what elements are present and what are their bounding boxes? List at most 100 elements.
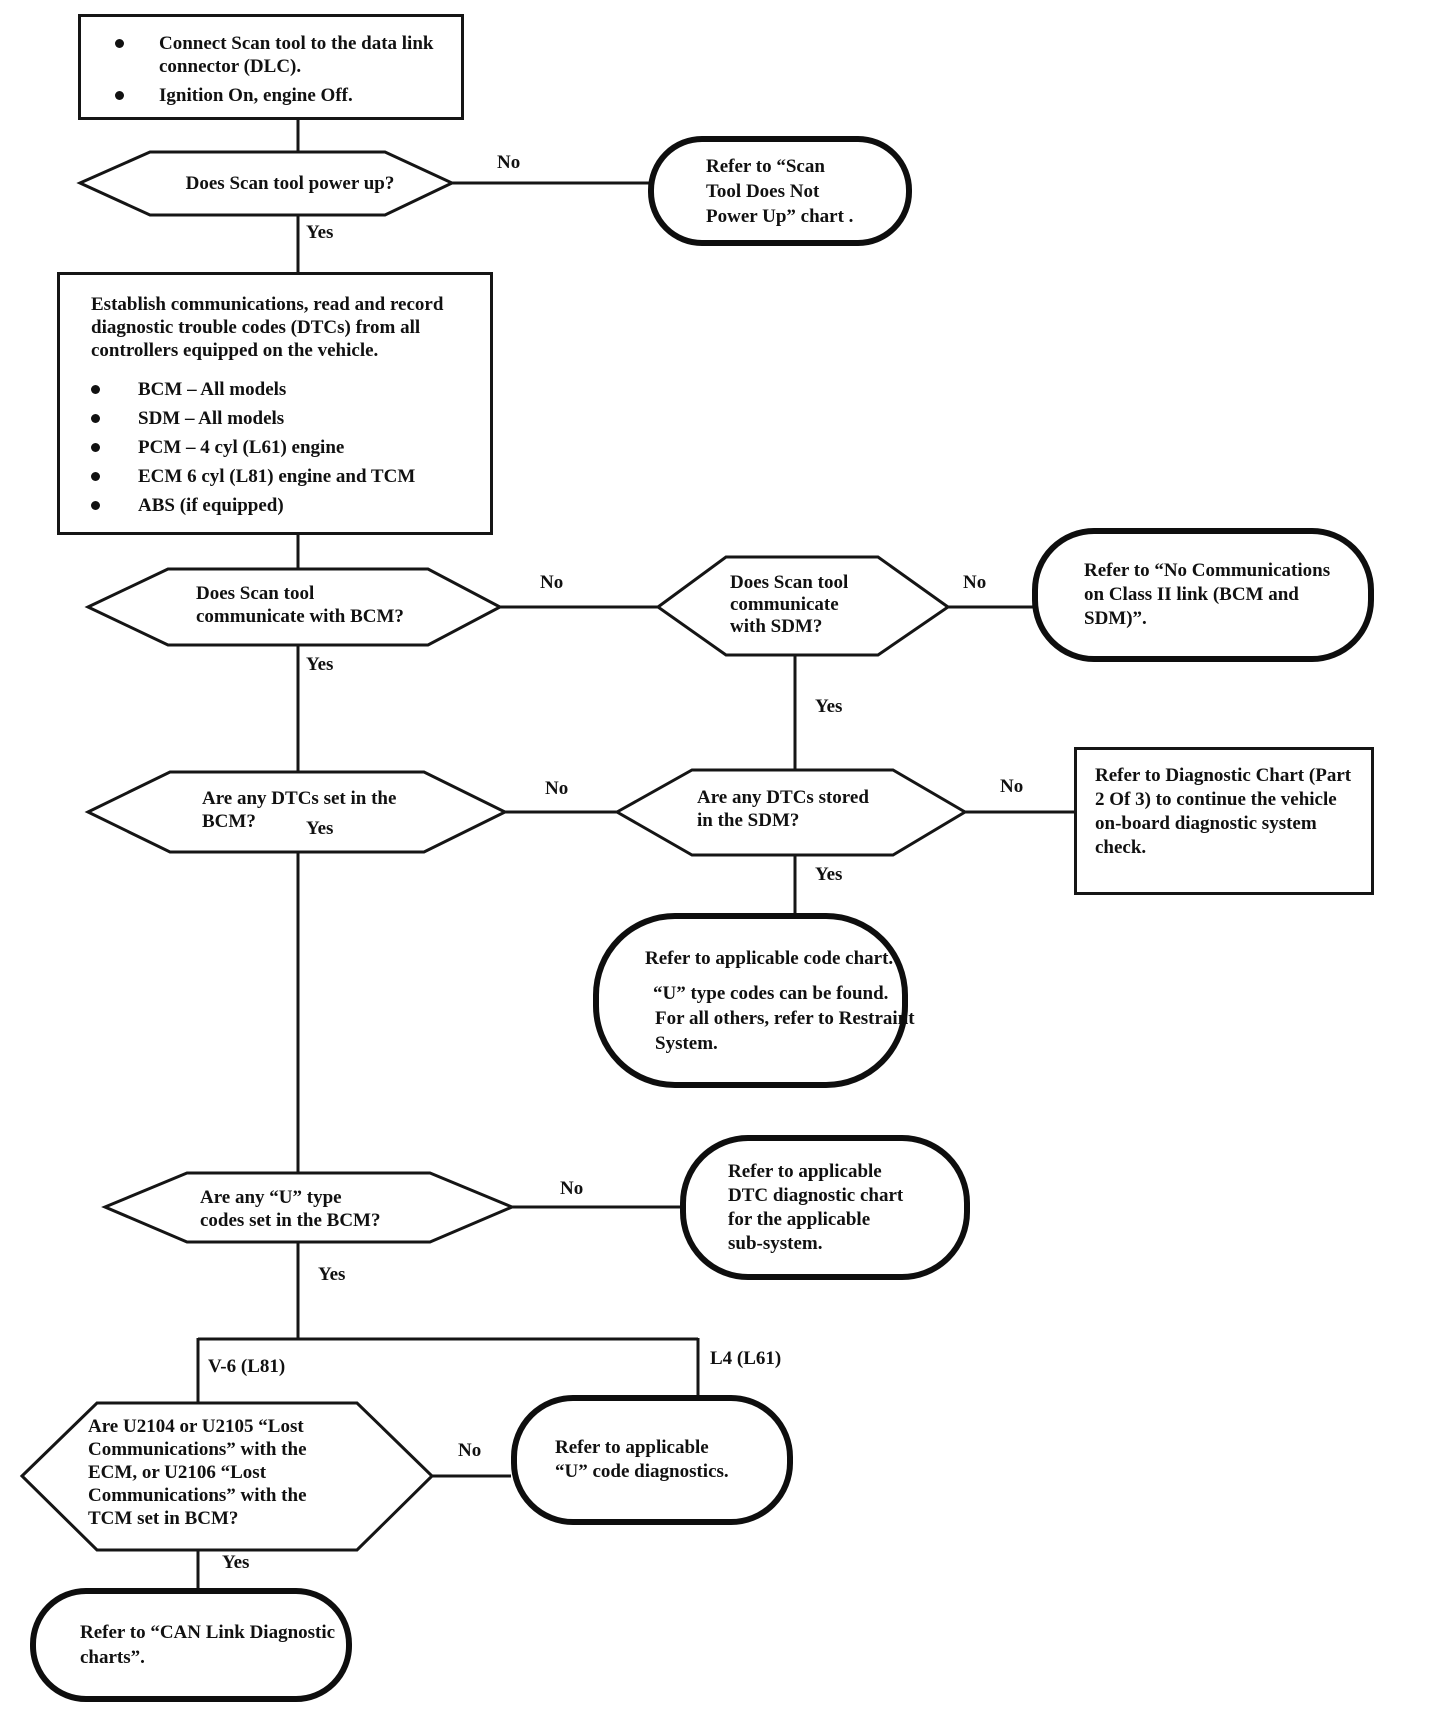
decision-line: Does Scan tool <box>196 583 315 604</box>
decision-line: Does Scan tool <box>730 572 849 593</box>
terminal-u-code-diagnostics: Refer to applicable “U” code diagnostics… <box>511 1395 793 1525</box>
bullet-icon <box>115 91 124 100</box>
decision-line: Are any “U” type <box>200 1187 342 1208</box>
branch-label-l4: L4 (L61) <box>710 1348 782 1369</box>
decision-line: Are any DTCs set in the <box>202 788 397 809</box>
terminal-line: Refer to applicable code chart. <box>645 947 894 969</box>
decision-line: communicate with BCM? <box>196 606 404 627</box>
list-item: BCM – All models <box>91 378 480 401</box>
decision-line: TCM set in BCM? <box>88 1508 239 1529</box>
terminal-line: sub-system. <box>728 1232 823 1254</box>
bullet-icon <box>115 39 124 48</box>
edge-label-yes: Yes <box>815 696 843 717</box>
decision-line: in the SDM? <box>697 810 800 831</box>
bullet-icon <box>91 501 100 510</box>
bullet-icon <box>91 472 100 481</box>
terminal-line: Refer to “No Communications <box>1084 560 1331 581</box>
establish-communications-box: Establish communications, read and recor… <box>57 272 493 535</box>
controller-item: BCM – All models <box>138 379 287 400</box>
start-item-text: Connect Scan tool to the data link conne… <box>159 33 434 77</box>
edge-label-no: No <box>560 1178 584 1199</box>
decision-line: Does Scan tool power up? <box>185 173 395 194</box>
refer-part2-box: Refer to Diagnostic Chart (Part 2 Of 3) … <box>1074 747 1374 895</box>
decision-dtcs-sdm-text: Are any DTCs stored in the SDM? <box>697 786 869 832</box>
bullet-icon <box>91 414 100 423</box>
edge-label-no: No <box>545 778 569 799</box>
decision-line: Are any DTCs stored <box>697 787 869 808</box>
start-item-text: Ignition On, engine Off. <box>159 85 353 106</box>
decision-u2104-shape <box>19 1401 435 1552</box>
start-box: Connect Scan tool to the data link conne… <box>78 14 464 120</box>
bullet-icon <box>91 443 100 452</box>
decision-dtcs-bcm-shape <box>84 770 509 854</box>
controller-item: SDM – All models <box>138 408 285 429</box>
terminal-line: “U” code diagnostics. <box>555 1461 729 1482</box>
decision-u-codes-bcm-text: Are any “U” type codes set in the BCM? <box>200 1186 380 1232</box>
terminal-dtc-chart-subsystem: Refer to applicable DTC diagnostic chart… <box>680 1135 970 1280</box>
terminal-line: charts”. <box>80 1647 145 1668</box>
decision-line: BCM? <box>202 811 256 832</box>
controller-item: ABS (if equipped) <box>138 495 284 516</box>
terminal-line: For all others, refer to Restraint <box>655 1007 915 1029</box>
edge-label-no: No <box>458 1440 482 1461</box>
decision-comm-sdm-shape <box>655 555 951 657</box>
list-item: Connect Scan tool to the data link conne… <box>115 32 451 78</box>
refer-part2-text: Refer to Diagnostic Chart (Part 2 Of 3) … <box>1095 765 1352 858</box>
terminal-line: for the applicable <box>728 1208 871 1230</box>
connectors <box>196 120 1076 1590</box>
edge-label-yes: Yes <box>306 818 334 839</box>
spacer <box>645 971 902 981</box>
decision-line: codes set in the BCM? <box>200 1210 381 1231</box>
terminal-line: DTC diagnostic chart <box>728 1184 904 1206</box>
terminal-line: Refer to applicable <box>728 1160 882 1182</box>
list-item: SDM – All models <box>91 407 480 430</box>
decision-comm-bcm-shape <box>84 567 504 647</box>
list-item: ECM 6 cyl (L81) engine and TCM <box>91 465 480 488</box>
decision-dtcs-sdm-shape <box>613 768 968 857</box>
decision-comm-sdm-text: Does Scan tool communicate with SDM? <box>730 572 848 638</box>
terminal-line: Refer to “CAN Link Diagnostic <box>80 1622 336 1643</box>
list-item: Ignition On, engine Off. <box>115 84 451 107</box>
edge-label-yes: Yes <box>318 1264 346 1285</box>
list-item: ABS (if equipped) <box>91 494 480 517</box>
edge-label-no: No <box>1000 776 1024 797</box>
decision-line: communicate <box>730 594 839 615</box>
edge-label-yes: Yes <box>306 222 334 243</box>
edge-label-no: No <box>963 572 987 593</box>
terminal-line: SDM)”. <box>1084 608 1147 629</box>
decision-u2104-text: Are U2104 or U2105 “Lost Communications”… <box>88 1415 307 1530</box>
terminal-no-comm-class2: Refer to “No Communications on Class II … <box>1032 528 1374 662</box>
edge-label-yes: Yes <box>222 1552 250 1573</box>
decision-power-up-shape <box>76 150 456 217</box>
terminal-code-chart: Refer to applicable code chart. “U” type… <box>593 913 915 1088</box>
decision-line: Communications” with the <box>88 1439 307 1460</box>
terminal-scan-tool-no-power: Refer to “Scan Tool Does Not Power Up” c… <box>648 136 912 246</box>
terminal-line: on Class II link (BCM and <box>1084 584 1299 605</box>
terminal-line: Refer to “Scan <box>706 155 825 177</box>
decision-line: ECM, or U2106 “Lost <box>88 1462 267 1483</box>
terminal-line: Refer to applicable <box>555 1437 709 1458</box>
edge-label-yes: Yes <box>306 654 334 675</box>
list-item: PCM – 4 cyl (L61) engine <box>91 436 480 459</box>
terminal-line: System. <box>655 1032 718 1054</box>
terminal-line: “U” type codes can be found. <box>653 982 889 1004</box>
branch-label-v6: V-6 (L81) <box>208 1356 286 1377</box>
edge-label-no: No <box>497 152 521 173</box>
terminal-line: Tool Does Not <box>706 180 820 202</box>
bullet-icon <box>91 385 100 394</box>
controller-item: ECM 6 cyl (L81) engine and TCM <box>138 466 416 487</box>
edge-label-no: No <box>540 572 564 593</box>
decision-line: Communications” with the <box>88 1485 307 1506</box>
establish-paragraph: Establish communications, read and recor… <box>91 294 444 361</box>
decision-comm-bcm-text: Does Scan tool communicate with BCM? <box>196 582 404 628</box>
controller-item: PCM – 4 cyl (L61) engine <box>138 437 345 458</box>
decision-power-up-text: Does Scan tool power up? <box>140 172 440 195</box>
terminal-can-link: Refer to “CAN Link Diagnostic charts”. <box>30 1588 352 1702</box>
decision-u-codes-bcm-shape <box>101 1171 516 1244</box>
edge-label-yes: Yes <box>815 864 843 885</box>
decision-line: Are U2104 or U2105 “Lost <box>88 1416 304 1437</box>
decision-line: with SDM? <box>730 616 823 637</box>
terminal-line: Power Up” chart . <box>706 205 854 227</box>
